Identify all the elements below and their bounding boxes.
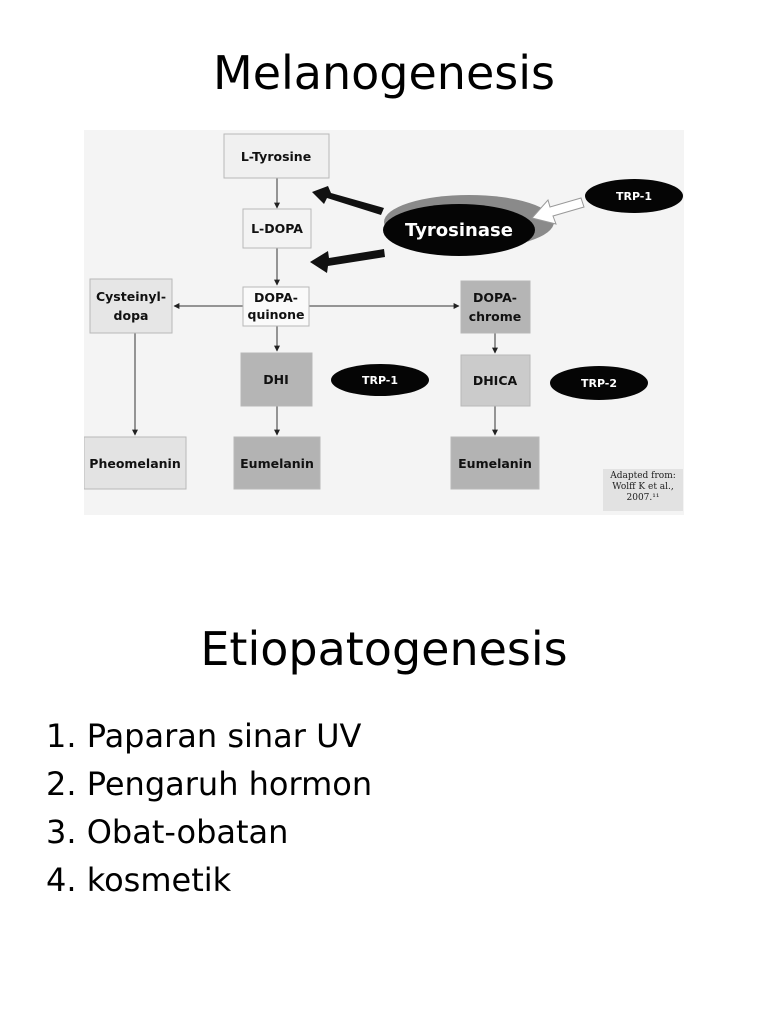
node-eumelanin-right: Eumelanin — [450, 436, 540, 490]
node-pheomelanin: Pheomelanin — [84, 436, 187, 490]
node-cysteinyl-dopa: Cysteinyl- dopa — [89, 278, 173, 334]
citation-box: Adapted from: Wolff K et al., 2007.¹¹ — [603, 469, 683, 511]
node-l-dopa-label: L-DOPA — [251, 221, 303, 236]
slide-title-melanogenesis: Melanogenesis — [213, 46, 555, 100]
citation-line-3: 2007.¹¹ — [626, 493, 660, 503]
node-eumelanin-left-label: Eumelanin — [240, 456, 314, 471]
node-cysteinyl-label-2: dopa — [114, 308, 149, 323]
node-dhi: DHI — [240, 352, 313, 407]
node-l-tyrosine: L-Tyrosine — [223, 133, 330, 179]
trp2-oval: TRP-2 — [550, 366, 648, 400]
slide-title-etiopatogenesis: Etiopatogenesis — [200, 622, 568, 676]
tyrosinase-ellipse — [383, 204, 535, 256]
node-dopachrome-label-1: DOPA- — [473, 290, 517, 305]
node-dhica-label: DHICA — [473, 373, 518, 388]
white-arrow-trp1-to-tyrosinase — [531, 197, 585, 225]
list-item: 3. Obat-obatan — [46, 813, 289, 851]
node-l-dopa: L-DOPA — [242, 208, 312, 249]
trp1-top-oval: TRP-1 — [585, 179, 683, 213]
tyrosinase-label: Tyrosinase — [405, 220, 513, 241]
etiology-list: 1. Paparan sinar UV 2. Pengaruh hormon 3… — [46, 712, 372, 904]
node-pheomelanin-label: Pheomelanin — [89, 456, 180, 471]
node-dopa-quinone-label-2: quinone — [248, 307, 305, 322]
trp2-label: TRP-2 — [581, 377, 617, 390]
list-item: 2. Pengaruh hormon — [46, 765, 373, 803]
trp1-mid-oval: TRP-1 — [331, 364, 429, 396]
trp1-top-label: TRP-1 — [616, 190, 652, 203]
citation-line-1: Adapted from: — [610, 471, 676, 481]
pathway-svg: Tyrosinase TRP-1 TRP-1 TRP-2 L-Tyrosine … — [84, 133, 683, 490]
list-item: 1. Paparan sinar UV — [46, 717, 362, 755]
node-cysteinyl-label-1: Cysteinyl- — [96, 289, 166, 304]
node-dopachrome-label-2: chrome — [469, 309, 522, 324]
tyrosinase-arrow-to-tyrosine — [312, 186, 384, 215]
node-dhica: DHICA — [460, 354, 531, 407]
node-eumelanin-left: Eumelanin — [233, 436, 321, 490]
node-eumelanin-right-label: Eumelanin — [458, 456, 532, 471]
list-item: 4. kosmetik — [46, 861, 232, 899]
citation-line-2: Wolff K et al., — [612, 482, 674, 492]
node-dopa-quinone: DOPA- quinone — [242, 286, 310, 327]
node-l-tyrosine-label: L-Tyrosine — [241, 149, 311, 164]
melanogenesis-pathway-diagram: Tyrosinase TRP-1 TRP-1 TRP-2 L-Tyrosine … — [84, 130, 684, 515]
node-dopa-quinone-label-1: DOPA- — [254, 290, 298, 305]
node-dhi-label: DHI — [263, 372, 289, 387]
node-dopachrome: DOPA- chrome — [460, 280, 531, 334]
trp1-mid-label: TRP-1 — [362, 374, 398, 387]
tyrosinase-arrow-to-quinone — [310, 249, 385, 273]
